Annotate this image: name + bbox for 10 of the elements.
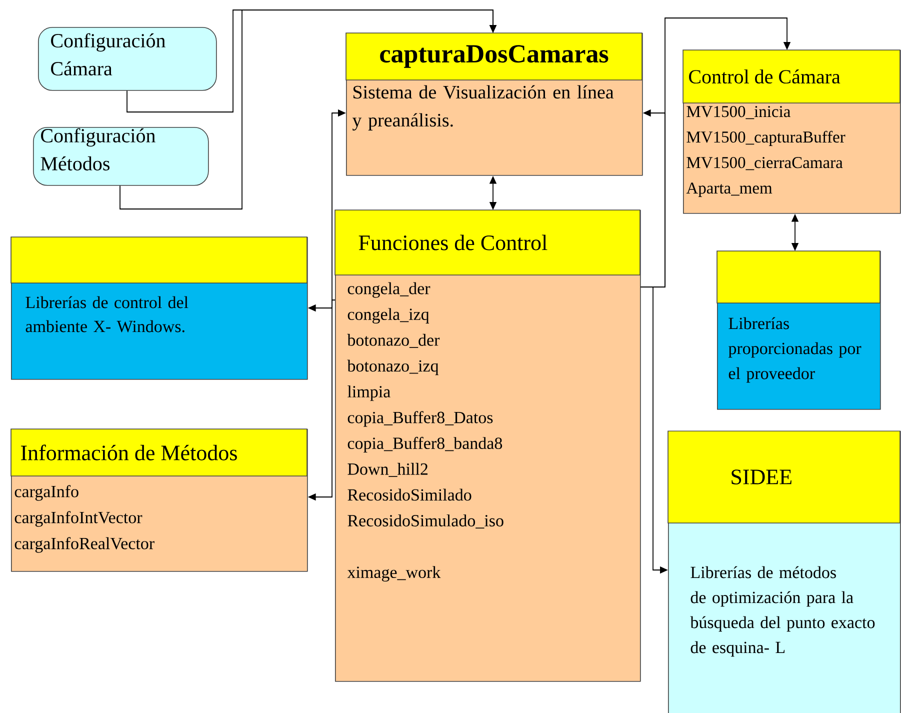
process-box: Control de Cámara MV1500_inicia MV1500_capturaBuffer MV1500_cierraCamara Aparta_mem	[682, 50, 901, 214]
process-box: Librerías proporcionadas por el proveedor	[716, 250, 881, 410]
rounded-box: Configuración Cámara	[38, 27, 217, 91]
process-box: Información de Métodos cargaInfo cargaInfoIntVector cargaInfoRealVector	[10, 428, 308, 572]
process-box: Librerías de control del ambiente X- Windows.	[10, 236, 308, 380]
process-box: SIDEE Librerías de métodos de optimización para la búsqueda del punto exacto de esquina- L	[668, 430, 901, 713]
rounded-box: Configuración Métodos	[33, 127, 209, 186]
arrow	[120, 10, 497, 210]
process-box: Funciones de Control congela_der congela_izq botonazo_der botonazo_izq limpia copia_Buffer8_Datos copia_Buffer8_banda8 Down_hill2 RecosidoSimilado RecosidoSimulado_iso ximage_work	[334, 210, 641, 682]
process-box: capturaDosCamaras Sistema de Visualización en línea y preanálisis.	[346, 32, 643, 176]
